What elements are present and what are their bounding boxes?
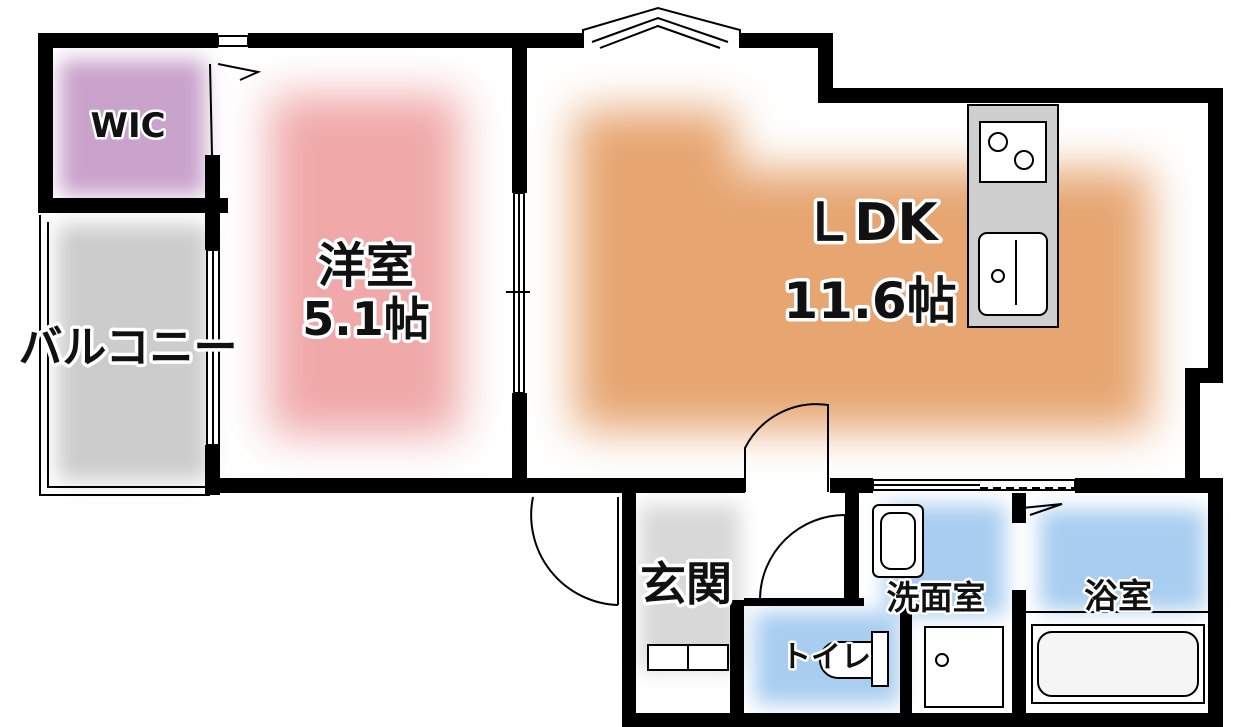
bathroom-fill [1040, 510, 1205, 610]
western-fill [270, 95, 460, 435]
ldk-area: 11.6帖 [783, 272, 956, 330]
wic-label: WIC [90, 106, 165, 146]
ldk-fill [575, 110, 1150, 430]
toilet-fixture [819, 631, 889, 687]
burner-2 [1014, 150, 1034, 170]
walls [38, 33, 1223, 727]
washing-machine [924, 626, 1004, 708]
entrance-label: 玄関 [640, 557, 732, 611]
washroom-fixtures [872, 504, 1004, 708]
western-room-area: 5.1帖 [302, 292, 430, 346]
doors [209, 63, 1063, 606]
kitchen-counter [967, 104, 1059, 328]
bathtub [1026, 611, 1208, 704]
wic-fill [60, 60, 205, 195]
windows [206, 6, 1076, 491]
western-room-label: 洋室 [318, 238, 414, 294]
sink-drain [991, 269, 1005, 283]
balcony-fill [58, 225, 208, 480]
room-labels: WIC 洋室 5.1帖 ＬDK 11.6帖 バルコニー 玄関 洗面室 浴室 トイ… [15, 104, 1155, 678]
sink [978, 232, 1048, 316]
ldk-label: ＬDK [802, 193, 939, 253]
burner-1 [988, 132, 1008, 152]
balcony-railing [39, 215, 210, 496]
stove [979, 121, 1047, 183]
toilet-label: トイレ [781, 640, 871, 675]
washroom-label: 洗面室 [887, 578, 986, 617]
bathroom-label: 浴室 [1084, 577, 1152, 617]
shoe-cabinet [647, 644, 729, 671]
entrance-fill [640, 505, 740, 670]
balcony-label: バルコニー [18, 322, 237, 373]
